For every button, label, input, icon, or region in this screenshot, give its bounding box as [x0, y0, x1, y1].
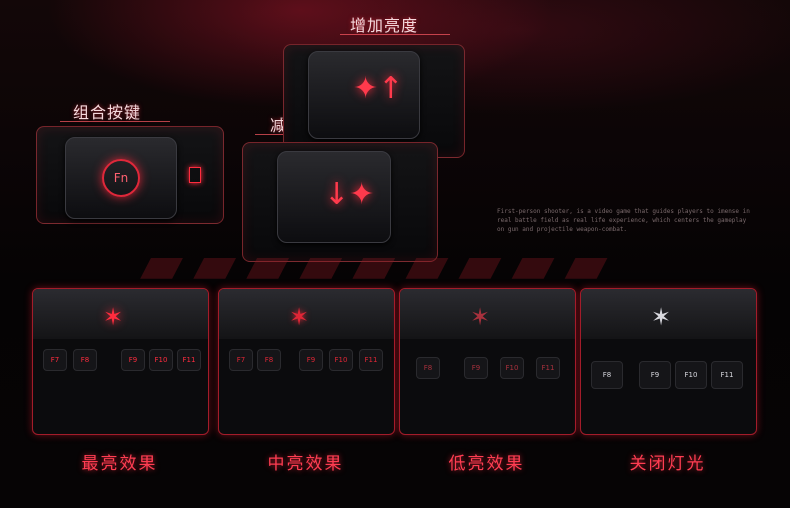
preview-off: ✶ F8 F9 F10 F11	[580, 288, 757, 435]
key-f11: F11	[536, 357, 560, 379]
brightness-down-arrow-icon: ↓✦	[324, 177, 375, 212]
key-f11: F11	[359, 349, 383, 371]
key-f11: F11	[177, 349, 201, 371]
key-f10: F10	[149, 349, 173, 371]
fn-key-label: Fn	[102, 159, 140, 197]
key-f9: F9	[464, 357, 488, 379]
combo-bracket	[60, 121, 170, 122]
brightness-up-key: ✦↑	[308, 51, 420, 139]
brightness-up-panel: ✦↑	[283, 44, 465, 158]
combo-panel: Fn	[36, 126, 224, 224]
key-f10: F10	[500, 357, 524, 379]
brightness-down-panel: ↓✦	[242, 142, 438, 262]
key-f8: F8	[591, 361, 623, 389]
key-f9: F9	[639, 361, 671, 389]
key-f8: F8	[416, 357, 440, 379]
key-f7: F7	[43, 349, 67, 371]
side-key-icon	[189, 167, 201, 183]
wolf-logo-icon: ✶	[103, 303, 124, 331]
key-f7: F7	[229, 349, 253, 371]
background-graphic: ▰▰▰▰▰▰▰▰▰	[140, 232, 618, 297]
fn-key: Fn	[65, 137, 177, 219]
key-f9: F9	[121, 349, 145, 371]
wolf-logo-icon: ✶	[651, 303, 672, 331]
combo-keys-label: 组合按键	[73, 103, 142, 122]
caption-low: 低亮效果	[448, 454, 525, 474]
caption-medium: 中亮效果	[267, 454, 344, 474]
description-text: First-person shooter, is a video game th…	[497, 208, 750, 233]
key-f8: F8	[257, 349, 281, 371]
key-f10: F10	[675, 361, 707, 389]
caption-off: 关闭灯光	[629, 454, 706, 474]
key-f9: F9	[299, 349, 323, 371]
preview-medium: ✶ F7 F8 F9 F10 F11	[218, 288, 395, 435]
key-f11: F11	[711, 361, 743, 389]
caption-brightest: 最亮效果	[81, 454, 158, 474]
key-f8: F8	[73, 349, 97, 371]
wolf-logo-icon: ✶	[470, 303, 491, 331]
preview-low: ✶ F8 F9 F10 F11	[399, 288, 576, 435]
brightness-up-arrow-icon: ✦↑	[353, 71, 404, 106]
increase-brightness-label: 增加亮度	[350, 16, 419, 35]
brightness-down-key: ↓✦	[277, 151, 391, 243]
key-f10: F10	[329, 349, 353, 371]
increase-bracket	[340, 34, 450, 35]
wolf-logo-icon: ✶	[289, 303, 310, 331]
preview-brightest: ✶ F7 F8 F9 F10 F11	[32, 288, 209, 435]
